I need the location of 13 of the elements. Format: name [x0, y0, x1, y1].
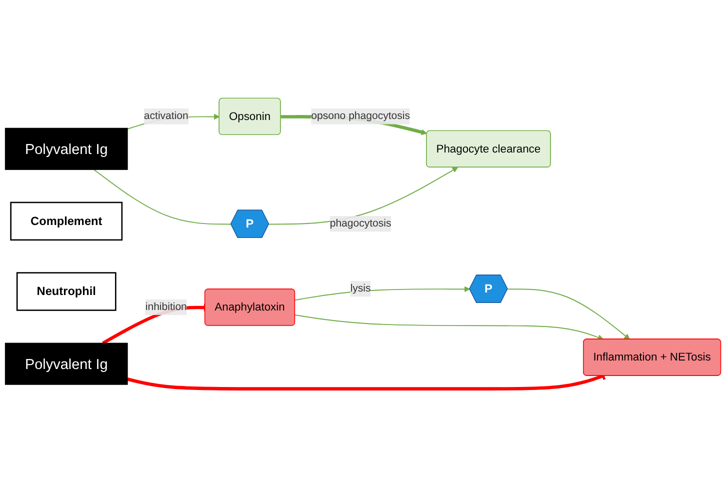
node-box: Polyvalent Ig [4, 342, 128, 385]
edge-label: phagocytosis [330, 218, 392, 230]
node-box: Polyvalent Ig [4, 128, 128, 170]
edge-label: opsono phagocytosis [311, 110, 410, 122]
arrow [294, 286, 470, 301]
edge-label: lysis [350, 282, 371, 294]
connector [93, 169, 232, 225]
edge-label: activation [144, 110, 188, 122]
edge-label: inhibition [145, 301, 187, 312]
node-box: Complement [10, 202, 123, 241]
node-box: Neutrophil [16, 272, 116, 311]
arrow [294, 314, 604, 340]
arrow [507, 288, 630, 340]
